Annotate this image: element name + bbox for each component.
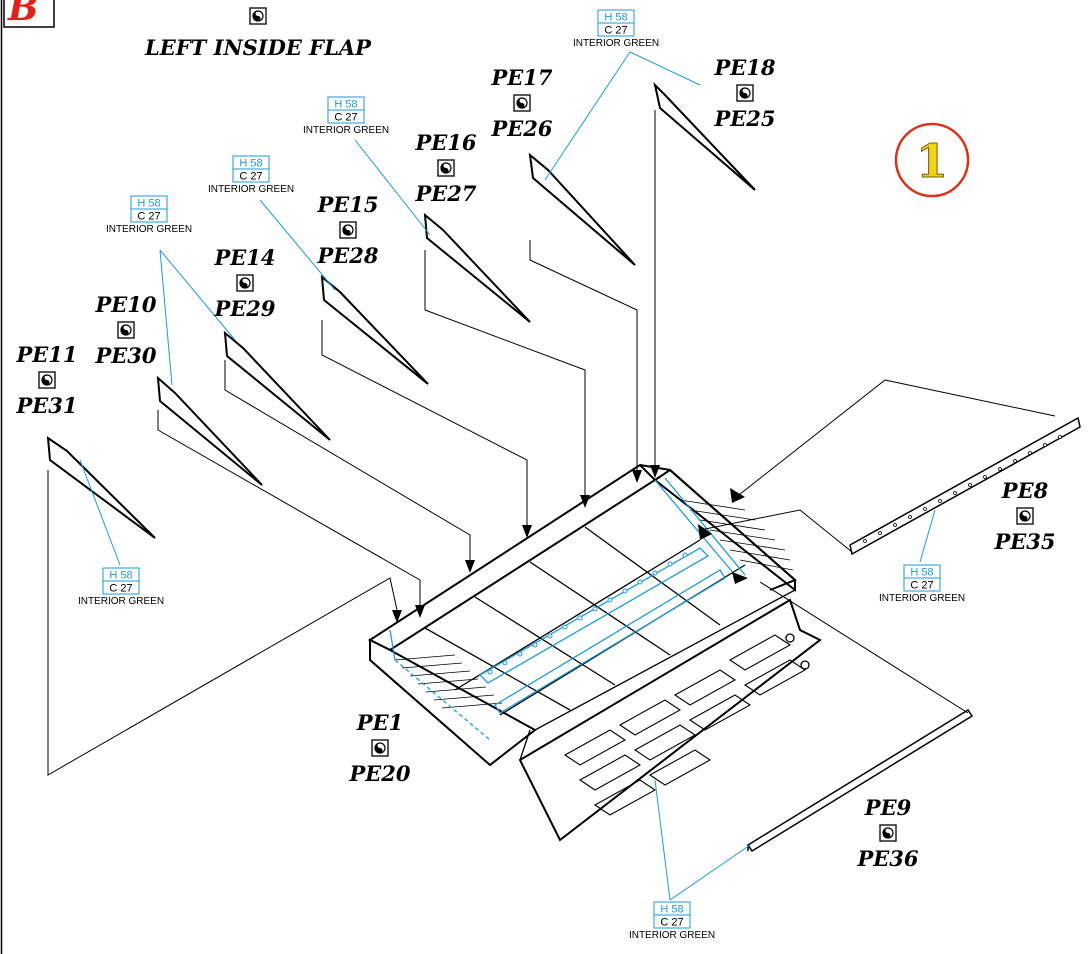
rail-holes [487, 552, 688, 675]
paint-h-code: H 58 [660, 904, 683, 916]
part-number: PE9 [864, 795, 912, 820]
paint-c-code: C 27 [910, 580, 933, 592]
part-number-mirror: PE31 [15, 393, 77, 418]
section-letter-box: B [3, 0, 55, 29]
fin-pe17 [528, 152, 636, 266]
part-number-mirror: PE29 [213, 296, 275, 321]
rail-pe8-holes [863, 435, 1062, 543]
interior-green-rails [389, 477, 746, 741]
paint-h-code: H 58 [137, 198, 160, 210]
yin-yang-icon [371, 739, 389, 757]
part-number-mirror: PE36 [856, 846, 918, 871]
yin-yang-icon [339, 221, 357, 239]
fin-pe14 [223, 330, 331, 441]
part-label-pe10: PE10 PE30 [94, 292, 156, 368]
part-number-mirror: PE35 [993, 529, 1055, 554]
paint-c-code: C 27 [334, 112, 357, 124]
part-label-pe15: PE15 PE28 [316, 192, 378, 268]
paint-callout: H 58 C 27 INTERIOR GREEN [106, 195, 192, 235]
part-number: PE17 [490, 65, 552, 90]
yin-yang-icon [513, 94, 531, 112]
yin-yang-icon [1016, 507, 1034, 525]
part-number: PE14 [213, 245, 275, 270]
part-label-pe8: PE8 PE35 [993, 478, 1055, 554]
paint-name: INTERIOR GREEN [106, 224, 192, 235]
part-number-mirror: PE27 [414, 181, 476, 206]
yin-yang-icon [437, 159, 455, 177]
part-number-mirror: PE20 [348, 761, 410, 786]
part-label-pe1: PE1 PE20 [348, 710, 410, 786]
paint-name: INTERIOR GREEN [208, 184, 294, 195]
part-label-pe17: PE17 PE26 [490, 65, 552, 141]
part-number: PE18 [713, 55, 775, 80]
yin-yang-icon [736, 84, 754, 102]
paint-leaders [79, 51, 936, 901]
section-letter: B [7, 0, 38, 29]
rail-pe9 [746, 708, 974, 853]
yin-yang-icon [38, 371, 56, 389]
paint-c-code: C 27 [660, 917, 683, 929]
fin-pe11 [46, 435, 156, 539]
paint-c-code: C 27 [239, 171, 262, 183]
placement-arrowheads [392, 465, 748, 623]
paint-callout: H 58 C 27 INTERIOR GREEN [629, 901, 715, 941]
part-label-pe14: PE14 PE29 [213, 245, 275, 321]
part-number: PE11 [15, 342, 77, 367]
fin-parts [46, 81, 756, 539]
step-number-badge: 1 [894, 122, 970, 198]
paint-name: INTERIOR GREEN [78, 596, 164, 607]
yin-yang-icon [879, 824, 897, 842]
paint-h-code: H 58 [239, 158, 262, 170]
part-number: PE10 [94, 292, 156, 317]
main-tray [367, 463, 797, 841]
paint-c-code: C 27 [109, 583, 132, 595]
part-label-pe16: PE16 PE27 [414, 130, 476, 206]
yin-yang-icon [236, 274, 254, 292]
paint-c-code: C 27 [137, 211, 160, 223]
paint-h-code: H 58 [604, 12, 627, 24]
paint-callout: H 58 C 27 INTERIOR GREEN [78, 567, 164, 607]
placement-leaders [47, 110, 1056, 776]
part-number: PE8 [1001, 478, 1049, 503]
part-number: PE1 [356, 710, 403, 735]
part-number: PE16 [414, 130, 476, 155]
page-title: LEFT INSIDE FLAP [144, 35, 372, 60]
paint-h-code: H 58 [109, 570, 132, 582]
paint-h-code: H 58 [334, 99, 357, 111]
paint-callout: H 58 C 27 INTERIOR GREEN [303, 96, 389, 136]
fin-pe10 [156, 375, 263, 486]
paint-name: INTERIOR GREEN [303, 125, 389, 136]
paint-callout: H 58 C 27 INTERIOR GREEN [573, 9, 659, 49]
step-number: 1 [916, 134, 948, 188]
paint-name: INTERIOR GREEN [573, 38, 659, 49]
title-block: LEFT INSIDE FLAP [144, 7, 372, 60]
yin-yang-icon [249, 7, 267, 25]
part-label-pe11: PE11 PE31 [15, 342, 77, 418]
front-panel [518, 598, 822, 842]
paint-c-code: C 27 [604, 25, 627, 37]
paint-callout: H 58 C 27 INTERIOR GREEN [879, 564, 965, 604]
paint-name: INTERIOR GREEN [629, 930, 715, 941]
part-label-pe18: PE18 PE25 [713, 55, 775, 131]
yin-yang-icon [117, 321, 135, 339]
paint-name: INTERIOR GREEN [879, 593, 965, 604]
part-number-mirror: PE26 [490, 116, 552, 141]
part-number-mirror: PE25 [713, 106, 775, 131]
part-label-pe9: PE9 PE36 [856, 795, 918, 871]
paint-h-code: H 58 [910, 567, 933, 579]
fin-pe18 [653, 81, 756, 191]
part-number-mirror: PE30 [94, 343, 156, 368]
part-number: PE15 [316, 192, 378, 217]
fin-pe16 [423, 212, 531, 323]
paint-callout: H 58 C 27 INTERIOR GREEN [208, 155, 294, 195]
part-number-mirror: PE28 [316, 243, 378, 268]
fin-pe15 [320, 274, 429, 385]
